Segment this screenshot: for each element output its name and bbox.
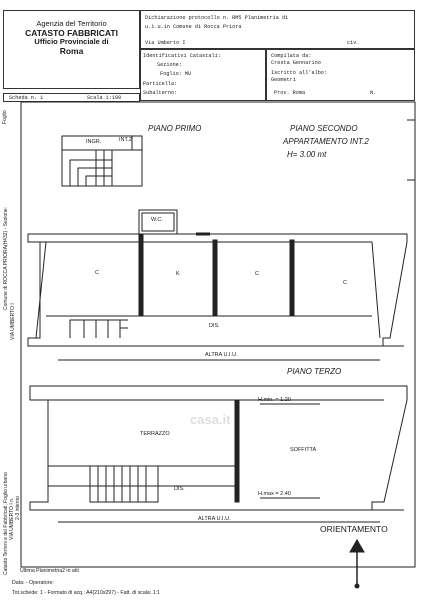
footer-tot: Tot.schede: 1 - Formato di acq.: A4(210x… bbox=[12, 590, 160, 596]
side-comune: Comune di ROCCA PRIORA(H432) - Sezione: bbox=[3, 206, 9, 310]
altra-uiu-secondo: ALTRA U.I.U. bbox=[205, 352, 238, 358]
room-c-1: C bbox=[95, 270, 99, 276]
watermark: casa.it bbox=[190, 412, 231, 427]
compilatore-name: Cresta Gennarino bbox=[271, 60, 321, 66]
civ-label: civ. bbox=[347, 40, 360, 46]
iscritto-label: Iscritto all'albo: bbox=[271, 70, 328, 76]
side-interno: 2-3 interno bbox=[15, 496, 21, 520]
piano-terzo-outline bbox=[29, 385, 408, 523]
int2-label: INT.2 bbox=[119, 137, 132, 143]
terrazzo-label: TERRAZZO bbox=[140, 431, 170, 437]
side-foglio: Foglio bbox=[2, 110, 8, 124]
compilata-label: Compilata da: bbox=[271, 53, 312, 59]
albo-value: Geometri bbox=[271, 77, 296, 83]
side-via: VIA UMBERTO I bbox=[10, 303, 16, 340]
compilata-box bbox=[266, 49, 415, 101]
identificativi-label: Identificativi Catastali: bbox=[143, 53, 221, 59]
orientamento-label: ORIENTAMENTO bbox=[320, 524, 388, 534]
primo-stair bbox=[61, 135, 143, 187]
room-c-3: C bbox=[343, 280, 347, 286]
hmin-label: H.min. = 1.20 bbox=[258, 397, 291, 403]
dichiarazione-box bbox=[140, 10, 415, 49]
address: Via Umberto I bbox=[145, 40, 186, 46]
dis-label-secondo: DIS. bbox=[209, 323, 220, 329]
ingr-label: INGR. bbox=[86, 139, 102, 145]
dis-label-terzo: DIS. bbox=[174, 486, 185, 492]
identificativi-box bbox=[140, 49, 266, 101]
footer-ultima: Ultima Planimetria2 in atti bbox=[20, 568, 79, 574]
piano-secondo-outline bbox=[27, 209, 408, 361]
piano-secondo-label: PIANO SECONDO bbox=[290, 124, 358, 133]
altra-uiu-terzo: ALTRA U.I.U. bbox=[198, 516, 231, 522]
piano-terzo-label: PIANO TERZO bbox=[287, 367, 342, 376]
altezza-label: H= 3.00 mt bbox=[287, 150, 327, 159]
orientation-arrow-icon bbox=[349, 539, 365, 589]
appartamento-label: APPARTAMENTO INT.2 bbox=[283, 137, 369, 146]
scheda-label: Scheda n. 1 bbox=[9, 95, 44, 101]
sheet-frame bbox=[20, 101, 416, 568]
prov-label: Prov. Roma bbox=[274, 90, 306, 96]
footer-data: Data: - Operatore: bbox=[12, 580, 54, 586]
hmax-label: H.max = 2.40 bbox=[258, 491, 291, 497]
agency-name: Agenzia del Territorio bbox=[36, 19, 107, 28]
ufficio-label: Ufficio Provinciale di bbox=[34, 37, 109, 47]
dichiarazione-line2: u.i.u.in Comune di Rocca Priora bbox=[145, 24, 242, 30]
city-name: Roma bbox=[59, 46, 84, 57]
wc-label: W.C. bbox=[151, 217, 163, 223]
n-label: N. bbox=[370, 90, 377, 96]
agency-header: Agenzia del Territorio CATASTO FABBRICAT… bbox=[3, 10, 140, 89]
piano-primo-label: PIANO PRIMO bbox=[148, 124, 202, 133]
foglio-label: Foglio: MU bbox=[160, 71, 192, 77]
subalterno-label: Subalterno: bbox=[143, 90, 178, 96]
dichiarazione-line1: Dichiarazione protocollo n. RM5 Planimet… bbox=[145, 15, 289, 21]
scala-label: Scala 1:100 bbox=[87, 95, 122, 101]
sezione-label: Sezione: bbox=[157, 62, 182, 68]
catasto-title: CATASTO FABBRICATI bbox=[25, 27, 118, 38]
room-k: K bbox=[176, 271, 180, 277]
soffitta-label: SOFFITTA bbox=[290, 447, 317, 453]
room-c-2: C bbox=[255, 271, 259, 277]
particella-label: Particella: bbox=[143, 81, 178, 87]
